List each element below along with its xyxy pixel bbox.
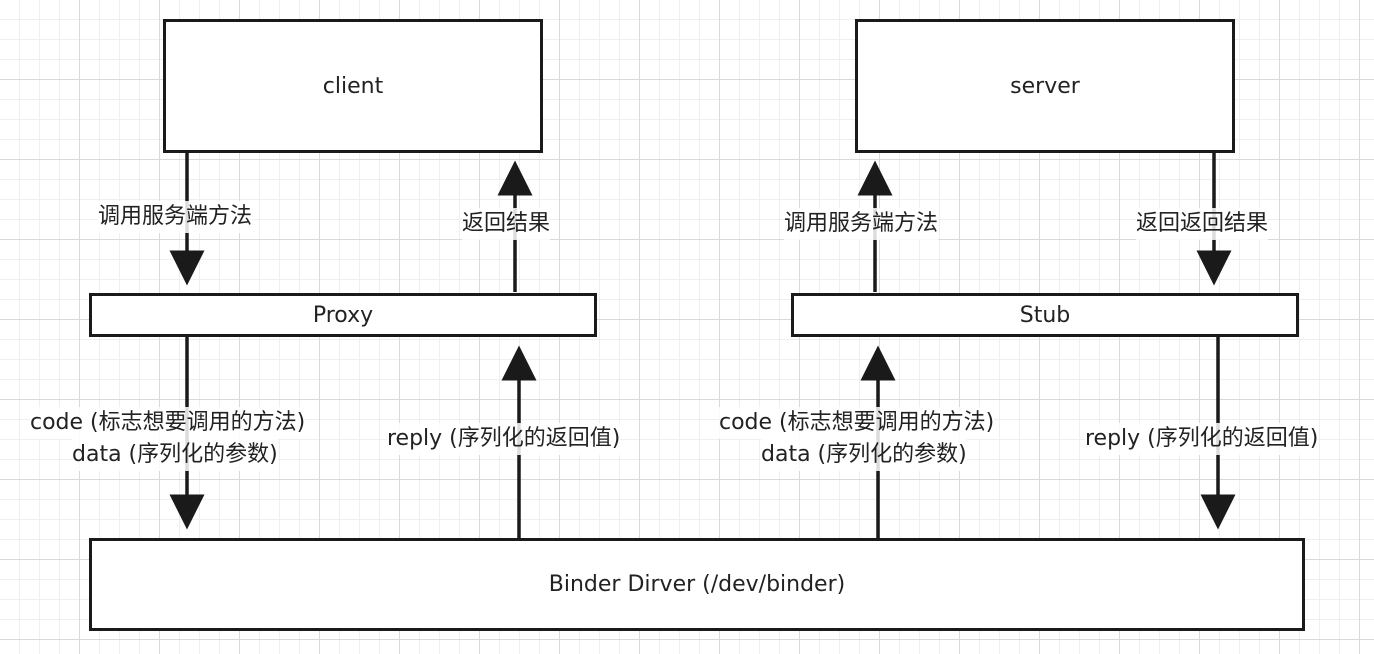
server-return-label: 返回返回结果 [1136, 208, 1269, 240]
binder-driver-box: Binder Dirver (/dev/binder) [89, 538, 1305, 631]
stub-code-label: code (标志想要调用的方法) [719, 407, 995, 439]
server-call-label: 调用服务端方法 [784, 208, 939, 240]
binder-driver-label: Binder Dirver (/dev/binder) [548, 572, 846, 597]
client-box: client [163, 19, 543, 153]
server-label: server [1010, 73, 1080, 99]
proxy-code-label: code (标志想要调用的方法) [30, 407, 306, 439]
proxy-data-label: data (序列化的参数) [72, 439, 278, 471]
client-return-label: 返回结果 [462, 208, 551, 240]
server-box: server [855, 19, 1235, 153]
client-label: client [322, 73, 384, 99]
stub-data-label: data (序列化的参数) [761, 439, 967, 471]
client-call-label: 调用服务端方法 [98, 201, 253, 233]
proxy-label: Proxy [312, 302, 374, 328]
stub-label: Stub [1019, 302, 1071, 328]
proxy-box: Proxy [89, 293, 597, 337]
proxy-reply-label: reply (序列化的返回值) [387, 423, 621, 455]
stub-reply-label: reply (序列化的返回值) [1085, 423, 1319, 455]
stub-box: Stub [791, 293, 1299, 337]
